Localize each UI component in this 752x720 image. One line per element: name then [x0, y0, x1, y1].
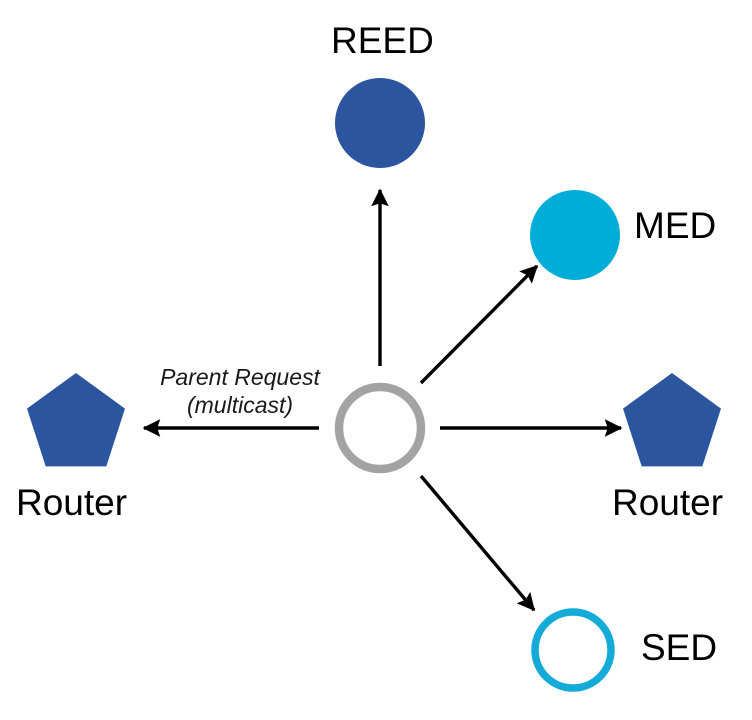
node-label-router-right: Router	[612, 482, 724, 523]
edge-label-parent-request: Parent Request (multicast)	[152, 363, 328, 419]
node-label-reed: REED	[331, 20, 434, 61]
node-label-router-left: Router	[16, 482, 128, 523]
edge-to-sed-arrow	[419, 474, 536, 612]
edge-label-parent-request-line1: Parent Request	[160, 364, 320, 390]
node-med[interactable]	[530, 190, 620, 280]
node-reed[interactable]	[335, 78, 425, 168]
node-center-joiner[interactable]	[334, 382, 426, 474]
node-label-sed: SED	[641, 627, 718, 668]
node-sed[interactable]	[531, 608, 615, 692]
node-router-left[interactable]	[27, 373, 125, 467]
edge-to-med-arrow	[419, 264, 539, 385]
edge-group	[142, 188, 623, 612]
edge-label-parent-request-line2: (multicast)	[186, 392, 294, 419]
node-label-med: MED	[634, 205, 717, 246]
node-router-right[interactable]	[623, 373, 721, 467]
